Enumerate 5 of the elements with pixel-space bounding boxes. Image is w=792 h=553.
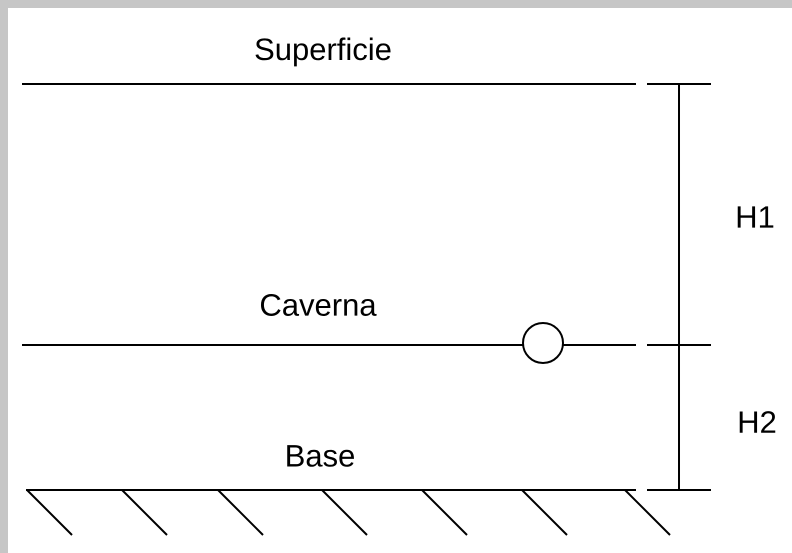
dimension-label: H2 bbox=[740, 411, 776, 433]
base-label: Base bbox=[287, 445, 354, 467]
cavern-label: Caverna bbox=[261, 294, 377, 316]
dimension-label: H1 bbox=[738, 206, 774, 228]
surface-label: Superficie bbox=[256, 38, 391, 66]
